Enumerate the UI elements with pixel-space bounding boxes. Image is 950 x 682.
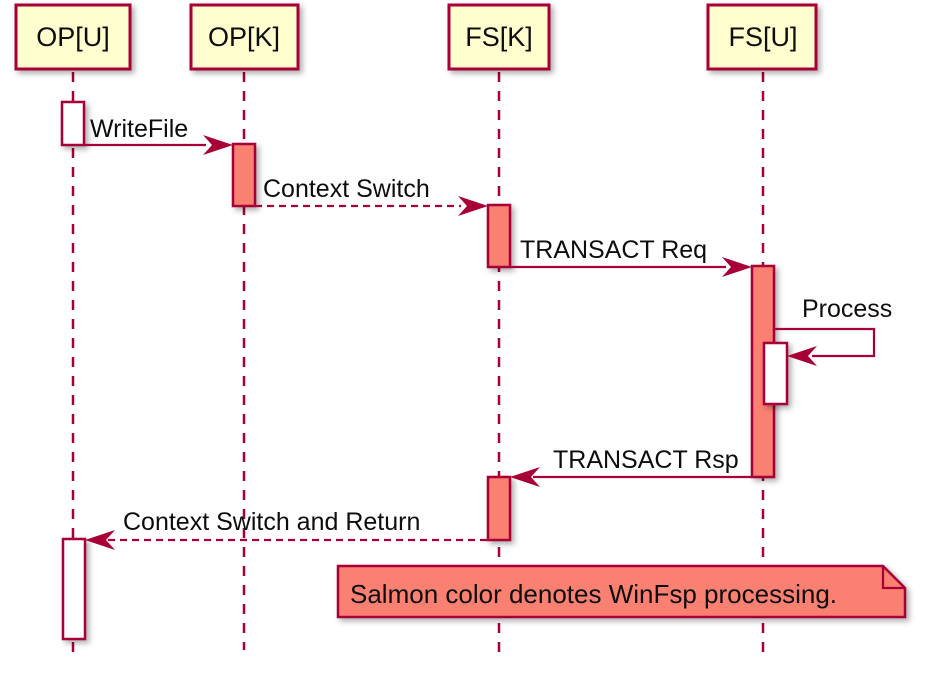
activation-fs-k-winfsp-1 [486, 203, 512, 269]
context-switch-arrowhead-icon [458, 196, 488, 216]
participant-label-fs-u: FS[U] [728, 22, 797, 52]
note-text: Salmon color denotes WinFsp processing. [350, 579, 837, 609]
participant-label-op-k: OP[K] [208, 22, 280, 52]
participant-label-fs-k: FS[K] [465, 22, 533, 52]
transact-req-arrowhead-icon [722, 257, 752, 277]
message-transact-req-label: TRANSACT Req [520, 236, 707, 264]
message-process-label: Process [802, 295, 892, 323]
message-context-switch-label: Context Switch [263, 175, 430, 203]
activation-op-k-winfsp [231, 142, 257, 208]
note-fold-icon [881, 566, 905, 590]
activation-op-u-return [61, 537, 87, 641]
message-process-line [774, 327, 876, 358]
activation-op-u-call [60, 100, 86, 147]
message-transact-rsp-label: TRANSACT Rsp [553, 446, 739, 474]
process-arrowhead-icon [787, 346, 817, 366]
note-box [336, 564, 907, 619]
message-writefile-label: WriteFile [90, 115, 188, 143]
transact-rsp-arrowhead-icon [510, 467, 540, 487]
context-switch-return-arrowhead-icon [85, 530, 115, 550]
participant-box-fs-u [706, 3, 818, 71]
message-context-switch-return-label: Context Switch and Return [123, 508, 420, 536]
participant-box-fs-k [447, 3, 551, 71]
writefile-arrowhead-icon [203, 135, 233, 155]
participant-box-op-u [14, 3, 132, 71]
participant-box-op-k [189, 3, 300, 71]
participant-label-op-u: OP[U] [36, 22, 110, 52]
activation-fs-u-process [762, 341, 789, 406]
activation-fs-k-winfsp-2 [486, 475, 512, 542]
